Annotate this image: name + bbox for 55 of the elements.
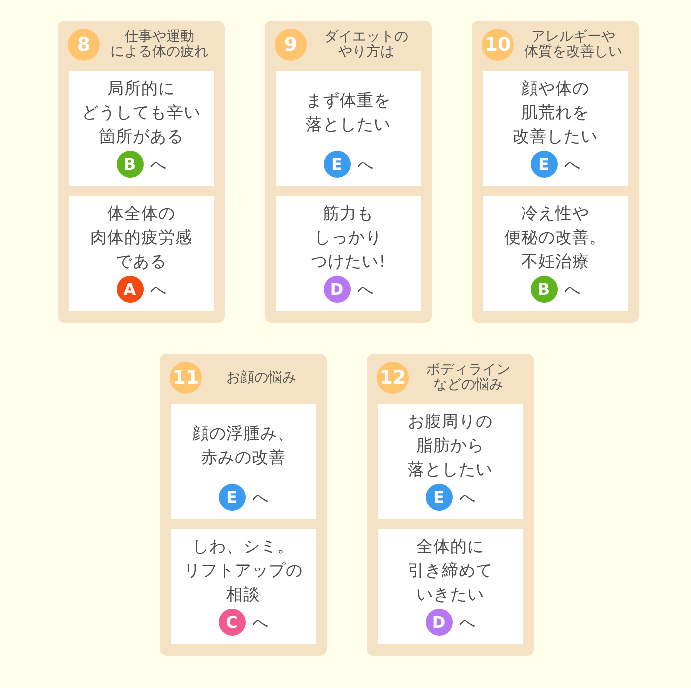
letter-circle: E <box>324 151 350 178</box>
letter-circle: E <box>218 484 246 511</box>
number-circle: 8 <box>68 29 100 61</box>
number-circle: 9 <box>275 29 307 61</box>
letter-circle: E <box>426 484 452 511</box>
option-text: 全体的に引き締めていきたい <box>408 536 493 606</box>
letter-circle: C <box>218 609 246 636</box>
to-label: へ <box>564 154 580 174</box>
option-panel <box>378 529 523 644</box>
to-label: へ <box>460 488 476 508</box>
option-text: 顔や体の肌荒れを改善したい <box>513 78 598 148</box>
option-panel <box>483 71 628 186</box>
option-text: 筋力もしっかりつけたい! <box>311 203 386 273</box>
option-panel <box>276 71 421 186</box>
letter-circle: B <box>530 276 558 303</box>
option-text: お腹周りの脂肪から落としたい <box>408 411 493 481</box>
option-panel <box>171 529 316 644</box>
option-panel <box>69 196 214 311</box>
number-circle: 11 <box>170 362 202 394</box>
to-label: へ <box>252 488 268 508</box>
option-text: まず体重を落としたい <box>306 90 391 136</box>
to-label: へ <box>252 612 268 632</box>
card-heading: お顔の悩み <box>226 370 296 386</box>
letter-circle: D <box>426 609 452 636</box>
option-panel <box>378 404 523 519</box>
card-heading: 仕事や運動による体の疲れ <box>110 30 208 60</box>
option-text: 体全体の肉体的疲労感である <box>90 203 192 273</box>
letter-circle: D <box>324 276 350 303</box>
option-text: しわ、シミ。リフトアップの相談 <box>184 536 303 606</box>
to-label: へ <box>358 280 374 300</box>
option-panel <box>483 196 628 311</box>
to-label: へ <box>564 280 580 300</box>
category-card <box>58 21 225 323</box>
option-panel <box>276 196 421 311</box>
number-circle: 12 <box>377 362 409 394</box>
option-text: 局所的にどうしても辛い箇所がある <box>82 78 201 148</box>
category-card <box>367 354 534 656</box>
number-circle: 10 <box>482 29 514 61</box>
option-panel <box>69 71 214 186</box>
category-card <box>265 21 432 323</box>
letter-circle: B <box>116 151 144 178</box>
letter-circle: E <box>530 151 558 178</box>
letter-circle: A <box>116 276 144 303</box>
card-heading: ダイエットのやり方は <box>324 30 408 60</box>
category-card <box>472 21 639 323</box>
option-text: 顔の浮腫み、赤みの改善 <box>192 423 294 469</box>
to-label: へ <box>460 612 476 632</box>
to-label: へ <box>150 280 166 300</box>
category-card <box>160 354 327 656</box>
to-label: へ <box>150 154 166 174</box>
card-heading: ボディラインなどの悩み <box>426 363 510 393</box>
card-heading: アレルギーや体質を改善しい <box>524 30 622 60</box>
option-panel <box>171 404 316 519</box>
option-text: 冷え性や便秘の改善。不妊治療 <box>504 203 606 273</box>
to-label: へ <box>358 154 374 174</box>
